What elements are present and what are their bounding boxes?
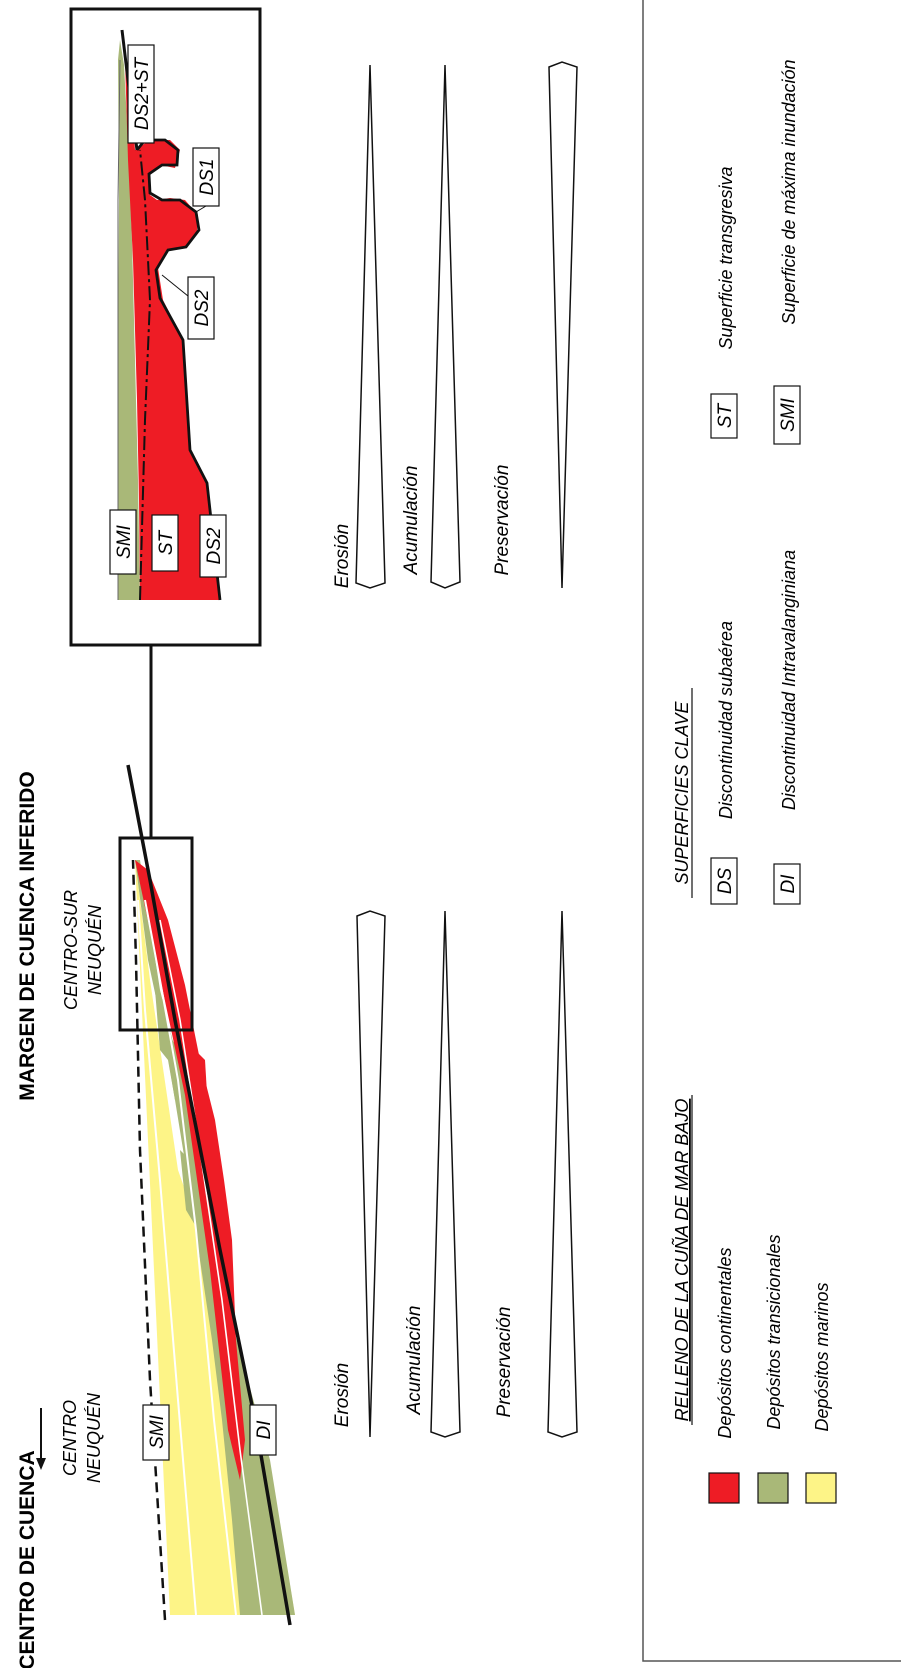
legend-swatch-transitional [757, 1472, 789, 1504]
inset-ds2-leader [161, 274, 189, 297]
inset-smi-label: SMI [114, 524, 135, 559]
legend-frame [642, 0, 901, 1662]
inset-ds2st-label-box: DS2+ST [127, 44, 155, 144]
arrow-down-icon [36, 1408, 46, 1470]
trend-right-preservation-wedge [548, 61, 578, 589]
trend-right-erosion-label: Erosión [332, 524, 353, 588]
continental-serrations [195, 1050, 208, 1120]
legend-abbr-st: ST [715, 402, 736, 428]
inset-st-label: ST [156, 529, 177, 555]
legend-abbr-smi: SMI [778, 397, 799, 432]
trend-left-accumulation-label: Acumulación [404, 1306, 425, 1416]
trend-left-erosion-wedge [356, 910, 386, 1438]
southcenter-label-line2: NEUQUÉN [85, 904, 105, 995]
transitional-tongues [155, 990, 182, 1100]
bedding-line-2 [144, 899, 237, 1616]
legend-surfaces-heading: SUPERFICIES CLAVE [672, 700, 692, 884]
smi-label-box: SMI [142, 1404, 170, 1461]
legend-label-smi: Superficie de máxima inundación [779, 59, 799, 324]
inset-ds1-leader [195, 205, 207, 213]
inset-smi-line [117, 59, 121, 600]
inset-smi-label-box: SMI [109, 509, 137, 575]
legend-abbr-box-ds [710, 857, 738, 905]
inset-ds2-base-label: DS2 [204, 527, 225, 564]
trend-right-accumulation-label: Acumulación [401, 466, 422, 576]
legend-abbr-di: DI [778, 874, 799, 894]
continental-deposits-fill [135, 860, 245, 1480]
inset-ds-line [135, 138, 222, 601]
transitional-tongues-2 [180, 1150, 210, 1270]
bedding-line-3 [159, 919, 263, 1616]
trend-left-erosion-label: Erosión [332, 1363, 353, 1427]
legend-abbr-box-di [773, 863, 801, 905]
legend-label-di: Discontinuidad Intravalanginiana [779, 550, 799, 810]
legend-label-marine: Depósitos marinos [812, 1282, 832, 1431]
bedding-line-1 [137, 899, 197, 1616]
trend-right-accumulation-wedge [430, 64, 461, 589]
legend-swatch-continental [708, 1472, 740, 1504]
inset-ds2-base-label-box: DS2 [199, 514, 227, 578]
legend-swatch-marine [805, 1472, 837, 1504]
inset-ds1-label: DS1 [197, 159, 218, 196]
cross-section: SMI DI [118, 645, 295, 1626]
inset-panel: SMI ST DS2 DS2 DS1 DS2+ST [69, 7, 262, 647]
inset-ds1-label-box: DS1 [192, 147, 220, 207]
basin-margin-title: MARGEN DE CUENCA INFERIDO [16, 771, 39, 1100]
trends-left: Erosión Acumulación Preservación [332, 910, 578, 1438]
inset-ds2st-label: DS2+ST [132, 56, 153, 130]
legend-abbr-box-st [710, 393, 738, 439]
trend-right-erosion-wedge [355, 64, 386, 589]
legend-label-ds: Discontinuidad subaérea [716, 621, 736, 819]
trend-right-preservation-label: Preservación [492, 465, 513, 576]
legend-label-continental: Depósitos continentales [715, 1247, 735, 1438]
center-label-line1: CENTRO [60, 1400, 80, 1476]
inset-st-label-box: ST [151, 514, 179, 572]
legend-abbr-box-smi [773, 385, 801, 445]
zoom-box [118, 836, 194, 1032]
legend-panel: RELLENO DE LA CUÑA DE MAR BAJO Depósitos… [642, 0, 901, 1662]
trend-left-preservation-wedge [547, 910, 578, 1438]
inset-st-line [139, 149, 152, 601]
smi-label: SMI [147, 1414, 168, 1449]
inset-ds2-mid-label-box: DS2 [187, 276, 215, 340]
trend-left-preservation-label: Preservación [494, 1307, 515, 1418]
legend-label-transitional: Depósitos transicionales [764, 1234, 784, 1429]
di-label: DI [254, 1420, 275, 1440]
southcenter-label-line1: CENTRO-SUR [61, 890, 81, 1010]
legend-abbr-ds: DS [715, 867, 736, 894]
legend-label-st: Superficie transgresiva [716, 166, 736, 349]
trend-left-accumulation-wedge [430, 910, 461, 1438]
center-label-line2: NEUQUÉN [84, 1392, 104, 1483]
inset-transitional-fill [118, 40, 140, 600]
basin-center-title: CENTRO DE CUENCA [16, 1450, 39, 1668]
trends-right: Erosión Acumulación Preservación [332, 61, 578, 589]
legend-fill-heading: RELLENO DE LA CUÑA DE MAR BAJO [671, 1099, 692, 1422]
di-label-box: DI [249, 1404, 277, 1456]
inset-ds2-mid-label: DS2 [192, 289, 213, 326]
